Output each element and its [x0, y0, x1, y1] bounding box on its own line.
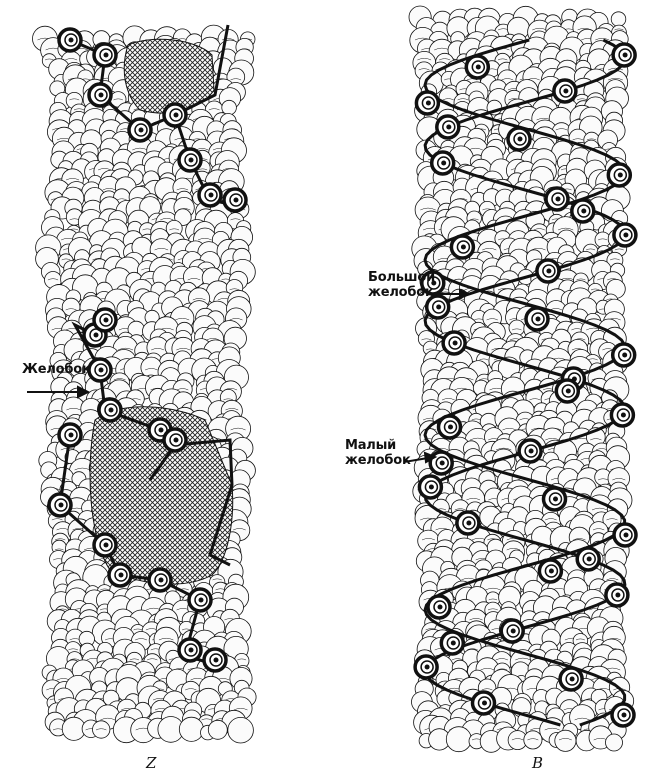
phosphate-group — [89, 359, 111, 381]
atom-sphere — [611, 12, 626, 27]
phosphate-group — [94, 534, 116, 556]
minor-groove-label-line2: желобок — [345, 453, 411, 468]
phosphate-group — [508, 128, 530, 150]
phosphate-group — [59, 424, 81, 446]
z-groove-label: Желобок — [22, 362, 91, 377]
phosphate-group — [189, 589, 211, 611]
phosphate-group — [179, 639, 201, 661]
phosphate-group — [437, 116, 459, 138]
atom-sphere — [606, 734, 623, 751]
z-dna-model — [33, 25, 257, 743]
phosphate-group — [606, 584, 628, 606]
phosphate-group — [537, 260, 559, 282]
phosphate-group — [94, 44, 116, 66]
phosphate-group — [466, 56, 488, 78]
phosphate-group — [179, 149, 201, 171]
phosphate-group — [430, 452, 452, 474]
phosphate-group — [164, 429, 186, 451]
phosphate-group — [419, 476, 441, 498]
phosphate-group — [129, 119, 151, 141]
phosphate-group — [613, 344, 635, 366]
major-groove-label-line1: Большой — [368, 270, 435, 285]
atom-sphere — [446, 727, 471, 752]
atom-sphere — [228, 717, 254, 743]
phosphate-group — [546, 188, 568, 210]
phosphate-group — [612, 704, 634, 726]
minor-groove-label-line1: Малый — [345, 438, 411, 453]
phosphate-group — [539, 560, 561, 582]
minor-groove-label: Малый желобок — [345, 438, 411, 468]
phosphate-group — [519, 440, 541, 462]
phosphate-group — [439, 416, 461, 438]
phosphate-group — [416, 92, 438, 114]
phosphate-group — [49, 494, 71, 516]
phosphate-group — [554, 80, 576, 102]
b-dna-model — [409, 6, 636, 752]
phosphate-group — [526, 308, 548, 330]
phosphate-group — [572, 200, 594, 222]
atom-sphere — [93, 721, 110, 738]
atom-sphere — [179, 717, 203, 741]
major-groove-label: Большой желобок — [368, 270, 435, 300]
phosphate-group — [443, 332, 465, 354]
phosphate-group — [149, 569, 171, 591]
phosphate-group — [59, 29, 81, 51]
phosphate-group — [614, 224, 636, 246]
phosphate-group — [473, 692, 495, 714]
phosphate-group — [89, 84, 111, 106]
phosphate-group — [614, 524, 636, 546]
phosphate-group — [224, 189, 246, 211]
phosphate-group — [577, 548, 599, 570]
phosphate-group — [415, 656, 437, 678]
phosphate-group — [560, 668, 582, 690]
z-model-caption: Z — [146, 754, 156, 772]
phosphate-group — [613, 44, 635, 66]
phosphate-group — [457, 512, 479, 534]
phosphate-group — [99, 399, 121, 421]
phosphate-group — [501, 620, 523, 642]
phosphate-group — [451, 236, 473, 258]
phosphate-group — [432, 152, 454, 174]
phosphate-group — [94, 309, 116, 331]
phosphate-group — [109, 564, 131, 586]
phosphate-group — [428, 596, 450, 618]
phosphate-group — [608, 164, 630, 186]
phosphate-group — [204, 649, 226, 671]
phosphate-group — [611, 404, 633, 426]
atom-sphere — [509, 320, 525, 336]
phosphate-group — [199, 184, 221, 206]
phosphate-group — [544, 488, 566, 510]
b-model-caption: B — [532, 754, 543, 772]
atom-sphere — [208, 720, 227, 739]
major-groove-label-line2: желобок — [368, 285, 435, 300]
phosphate-group — [441, 632, 463, 654]
phosphate-group — [164, 104, 186, 126]
atom-sphere — [524, 731, 542, 749]
atom-sphere — [555, 730, 576, 751]
phosphate-group — [556, 380, 578, 402]
